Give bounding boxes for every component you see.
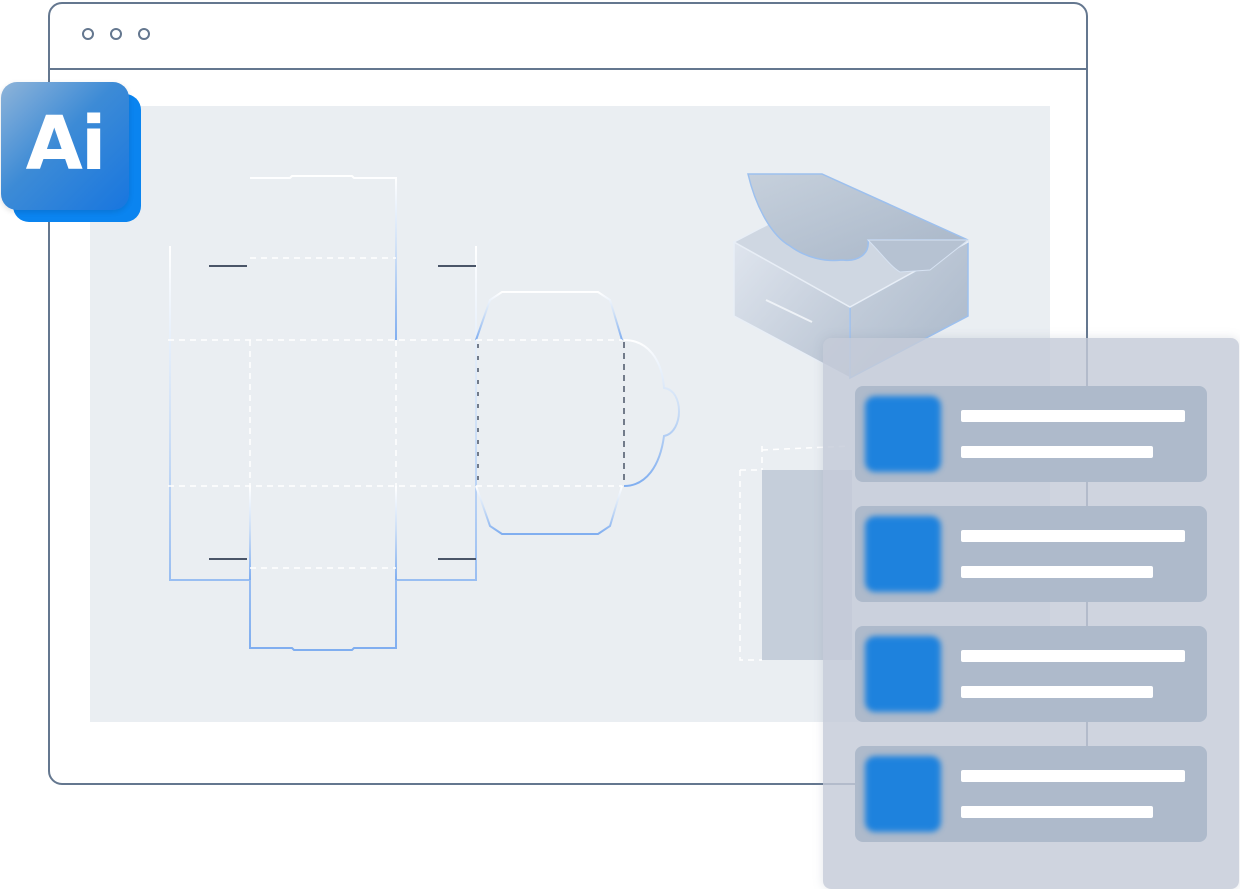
window-control-dot[interactable]: [82, 28, 94, 40]
list-item[interactable]: [855, 386, 1207, 482]
illustrator-app-icon[interactable]: Ai: [1, 82, 129, 210]
app-badge-label: Ai: [25, 101, 107, 187]
placeholder-line: [961, 650, 1185, 662]
thumbnail-image: [865, 636, 941, 712]
thumbnail-image: [865, 756, 941, 832]
placeholder-line: [961, 446, 1153, 458]
list-item[interactable]: [855, 746, 1207, 842]
list-item[interactable]: [855, 506, 1207, 602]
thumbnail-image: [865, 516, 941, 592]
placeholder-line: [961, 686, 1153, 698]
placeholder-line: [961, 806, 1153, 818]
window-titlebar: [50, 4, 1086, 70]
window-control-dot[interactable]: [138, 28, 150, 40]
placeholder-line: [961, 410, 1185, 422]
box-dieline: [169, 175, 680, 651]
dieline-folds: [168, 257, 622, 569]
list-item[interactable]: [855, 626, 1207, 722]
thumbnail-image: [865, 396, 941, 472]
layers-panel: [823, 338, 1239, 889]
window-control-dot[interactable]: [110, 28, 122, 40]
dieline-cut-marks: [209, 265, 476, 560]
placeholder-line: [961, 530, 1185, 542]
placeholder-line: [961, 566, 1153, 578]
placeholder-line: [961, 770, 1185, 782]
